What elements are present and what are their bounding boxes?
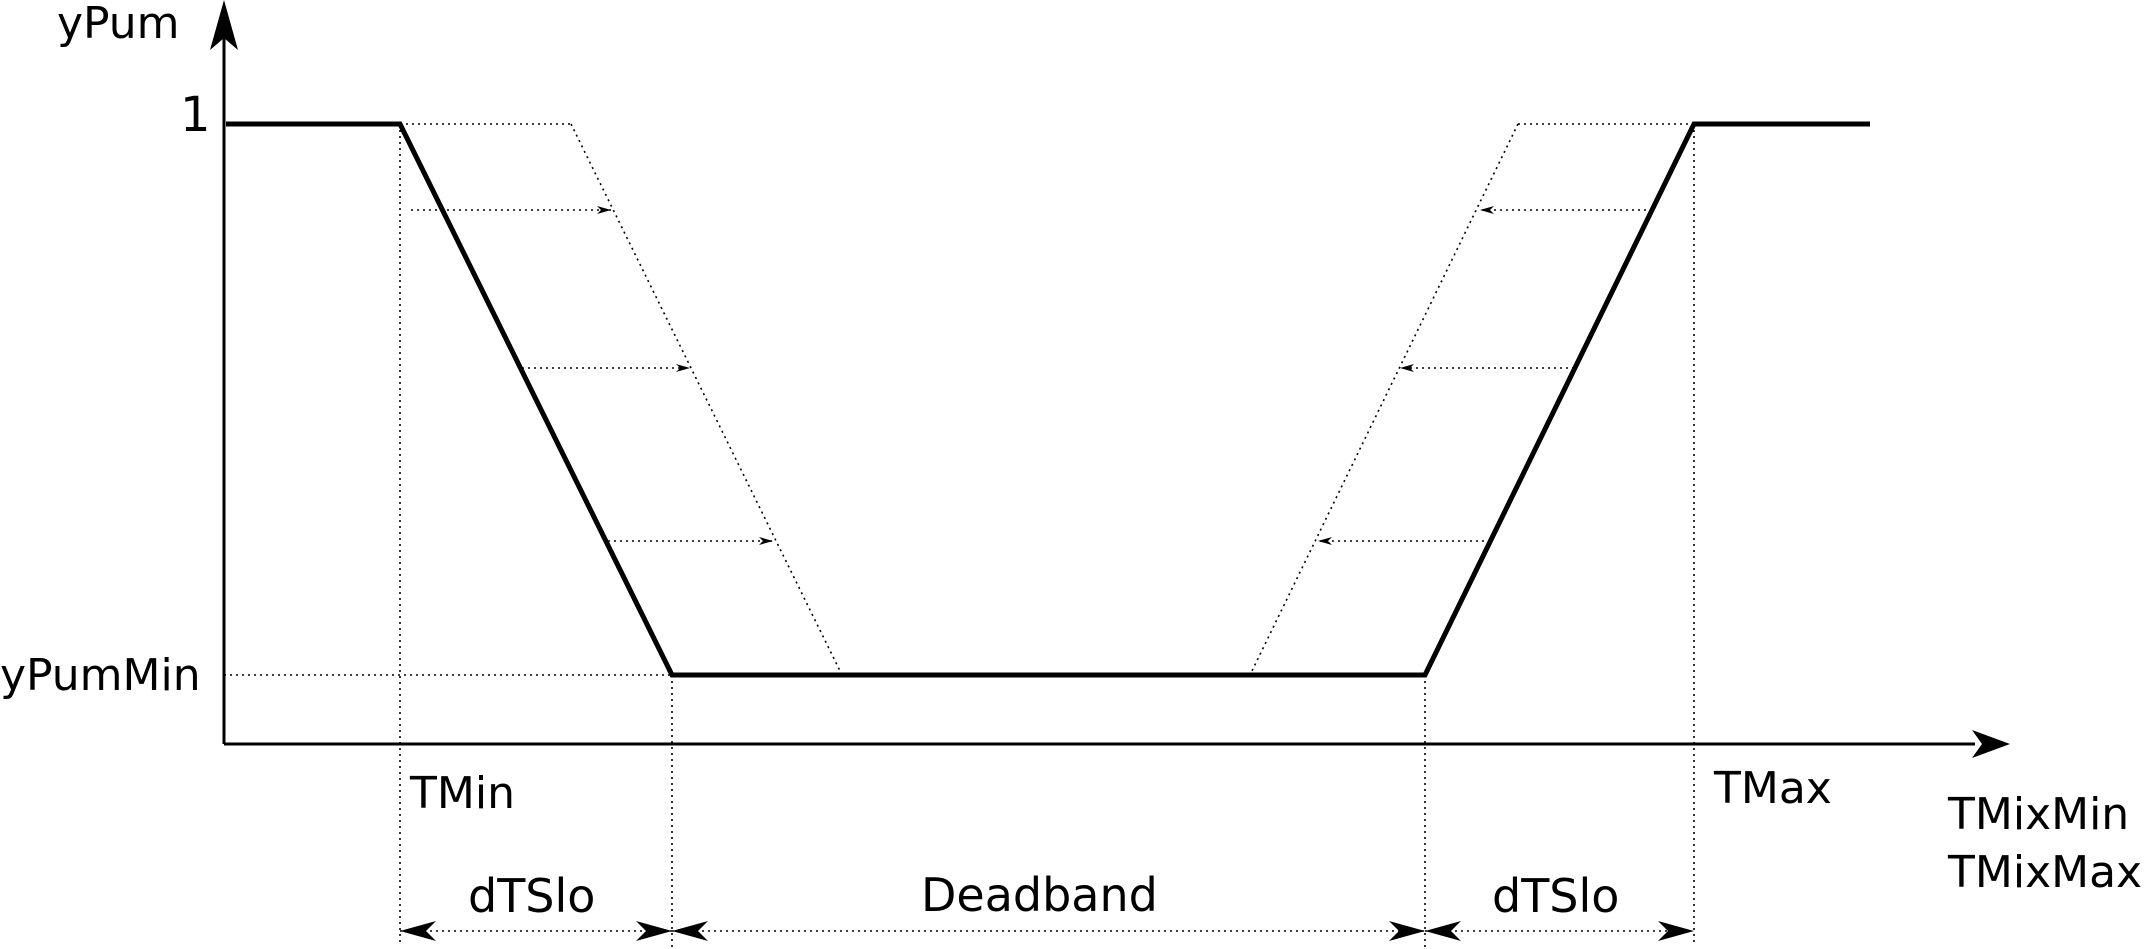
y-axis-arrowhead-icon xyxy=(210,0,238,50)
dim-right-end-arrow-icon xyxy=(1658,921,1694,941)
left-shift-arrows xyxy=(411,206,773,545)
span-left-label: dTSlo xyxy=(468,869,595,923)
right-shift-arrows xyxy=(1318,206,1652,545)
y-tick-ypummin: yPumMin xyxy=(0,650,201,701)
guide-lines xyxy=(224,123,1694,676)
dim-right-start-arrow-icon xyxy=(1425,921,1461,941)
span-deadband-label: Deadband xyxy=(921,868,1158,922)
shifted-left-slope xyxy=(570,123,843,676)
y-axis xyxy=(210,0,238,744)
dim-middle xyxy=(672,921,1425,941)
shifted-right-slope xyxy=(1249,123,1519,676)
pump-speed-curve xyxy=(226,121,1870,678)
x-axis-label-min: TMixMin xyxy=(1947,789,2129,840)
dim-left-end-arrow-icon xyxy=(636,921,672,941)
y-axis-label: yPum xyxy=(57,0,180,49)
tmin-label: TMin xyxy=(409,768,515,819)
dim-right xyxy=(1425,921,1694,941)
dimension-lines xyxy=(400,921,1694,941)
dim-middle-end-arrow-icon xyxy=(1389,921,1425,941)
x-axis-label-max: TMixMax xyxy=(1947,847,2142,898)
vertical-guides xyxy=(399,124,1695,949)
dim-left xyxy=(400,921,672,941)
span-right-label: dTSlo xyxy=(1492,869,1619,923)
dim-left-start-arrow-icon xyxy=(400,921,436,941)
x-axis xyxy=(224,730,2010,758)
dim-middle-start-arrow-icon xyxy=(672,921,708,941)
x-axis-arrowhead-icon xyxy=(1972,730,2010,758)
y-tick-one: 1 xyxy=(180,87,211,143)
shifted-slopes xyxy=(570,123,1519,676)
tmax-label: TMax xyxy=(1713,763,1832,814)
